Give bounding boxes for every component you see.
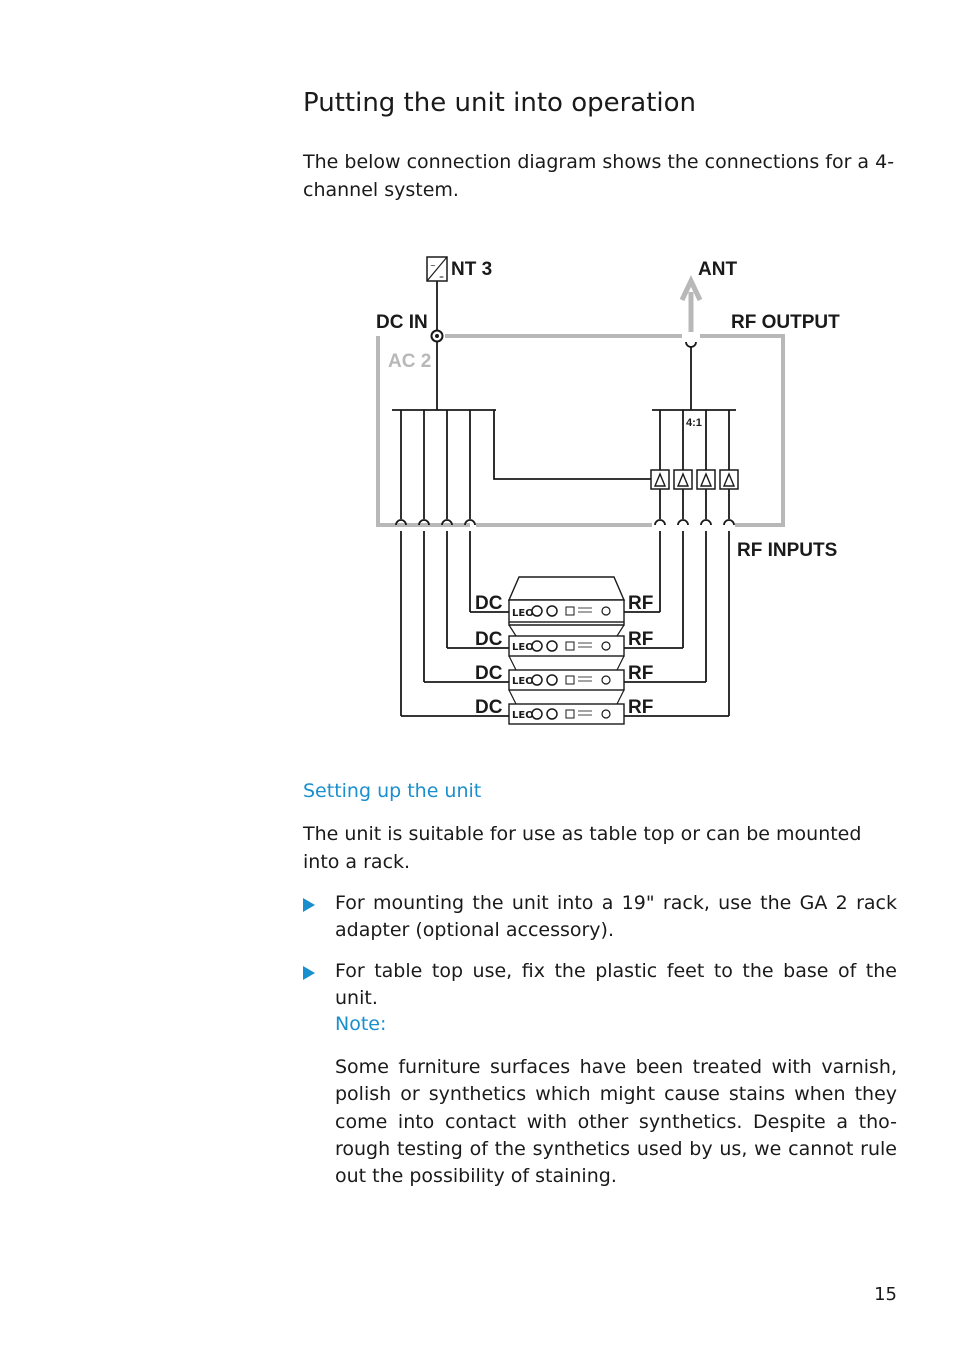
bullet-item: For mounting the unit into a 19" rack, u… (303, 890, 897, 944)
unit-rf-label: RF (628, 593, 653, 614)
note-paragraph: Some furniture surfaces have been treate… (335, 1056, 897, 1188)
section-paragraph: The unit is suitable for use as table to… (303, 823, 862, 873)
rf-output-label: RF OUTPUT (731, 312, 840, 333)
splitter-ratio-label: 4:1 (686, 417, 702, 429)
unit-dc-label: DC (475, 593, 503, 614)
amplifier-icons (650, 469, 739, 490)
unit-dc-label: DC (475, 697, 503, 718)
unit-rf-label: RF (628, 697, 653, 718)
ac2-label: AC 2 (388, 351, 431, 372)
rf-inputs-label: RF INPUTS (737, 540, 837, 561)
unit-rf-label: RF (628, 663, 653, 684)
unit-dc-label: DC (475, 629, 503, 650)
svg-text:~: ~ (430, 262, 436, 270)
svg-text:=: = (439, 274, 444, 281)
page-number: 15 (874, 1284, 897, 1305)
receiver-unit-icon: LEO (508, 669, 625, 691)
nt3-label: NT 3 (451, 259, 492, 280)
receiver-unit-icon: LEO (508, 635, 625, 657)
intro-paragraph: The below connection diagram shows the c… (303, 151, 895, 201)
note-heading: Note: (335, 1013, 387, 1035)
svg-text:LEO: LEO (512, 642, 534, 653)
page-title: Putting the unit into operation (303, 88, 697, 118)
antenna-icon (679, 275, 703, 332)
receiver-stack: LEO LEO LEO (507, 576, 626, 725)
receiver-unit-icon: LEO (508, 599, 625, 623)
power-supply-icon: ~ = (426, 256, 448, 282)
ac2-frame (376, 334, 785, 527)
bullet-text: For mounting the unit into a 19" rack, u… (335, 892, 897, 941)
connection-diagram: AC 2 ~ = NT 3 DC IN (376, 256, 840, 725)
rf-splitter (622, 409, 736, 717)
ant-label: ANT (698, 259, 737, 280)
receiver-unit-icon: LEO (508, 703, 625, 725)
section-heading: Setting up the unit (303, 780, 482, 802)
dc-distribution-bus (392, 409, 652, 717)
bullet-text: For table top use, fix the plastic feet … (335, 960, 897, 1009)
unit-dc-label: DC (475, 663, 503, 684)
svg-text:LEO: LEO (512, 608, 534, 619)
bullet-arrow-icon (303, 898, 315, 912)
bullet-item: For table top use, fix the plastic feet … (303, 958, 897, 1012)
dc-in-connector-icon (430, 329, 444, 343)
bullet-arrow-icon (303, 966, 315, 980)
dc-in-label: DC IN (376, 312, 428, 333)
svg-text:LEO: LEO (512, 676, 534, 687)
unit-rf-label: RF (628, 629, 653, 650)
svg-text:LEO: LEO (512, 710, 534, 721)
